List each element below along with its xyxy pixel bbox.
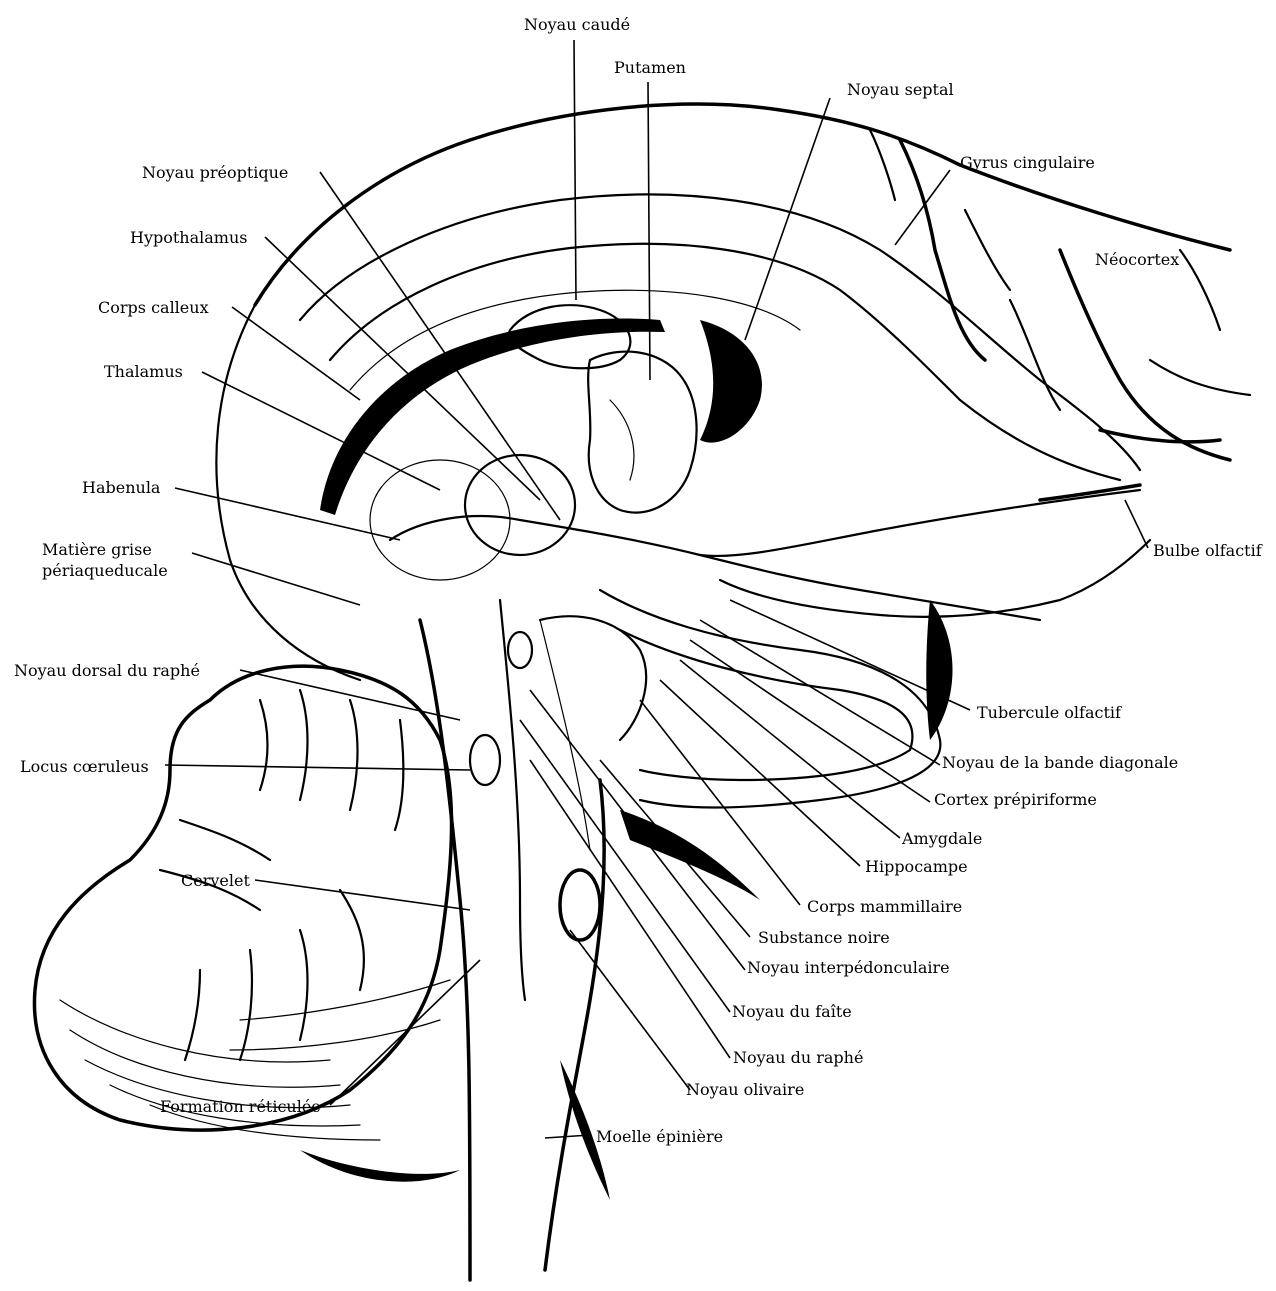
label-amygdale: Amygdale bbox=[901, 829, 982, 848]
label-matiere-grise: Matière grise bbox=[42, 540, 152, 559]
label-cortex-prepiriforme: Cortex prépiriforme bbox=[934, 790, 1097, 809]
label-habenula: Habenula bbox=[82, 478, 161, 497]
label-noyau-du-raphe: Noyau du raphé bbox=[733, 1048, 863, 1067]
thalamus-shape bbox=[465, 455, 575, 555]
leader-lines bbox=[165, 40, 1148, 1138]
label-moelle-epiniere: Moelle épinière bbox=[596, 1127, 723, 1146]
label-noyau-interpedonculaire: Noyau interpédonculaire bbox=[747, 958, 950, 977]
olivary-nucleus bbox=[560, 870, 600, 940]
label-cervelet: Cervelet bbox=[181, 871, 250, 890]
label-formation-reticulee: Formation réticulée bbox=[160, 1097, 321, 1116]
label-bulbe-olfactif: Bulbe olfactif bbox=[1153, 541, 1263, 560]
labels: Noyau caudé Putamen Noyau septal Gyrus c… bbox=[14, 15, 1263, 1146]
label-neocortex: Néocortex bbox=[1095, 250, 1179, 269]
label-putamen: Putamen bbox=[614, 58, 686, 77]
label-hypothalamus: Hypothalamus bbox=[130, 228, 247, 247]
label-locus-coeruleus: Locus cœruleus bbox=[20, 757, 149, 776]
label-noyau-dorsal-raphe: Noyau dorsal du raphé bbox=[14, 661, 200, 680]
corpus-callosum bbox=[320, 319, 665, 515]
label-noyau-du-faite: Noyau du faîte bbox=[732, 1002, 852, 1021]
label-noyau-bande-diagonale: Noyau de la bande diagonale bbox=[942, 753, 1178, 772]
neocortex-sulcus bbox=[900, 140, 985, 360]
label-noyau-olivaire: Noyau olivaire bbox=[686, 1080, 804, 1099]
putamen-shape bbox=[588, 352, 696, 513]
label-noyau-preoptique: Noyau préoptique bbox=[142, 163, 288, 182]
label-corps-mammillaire: Corps mammillaire bbox=[807, 897, 962, 916]
label-noyau-septal: Noyau septal bbox=[847, 80, 954, 99]
label-periaqueducale: périaqueducale bbox=[42, 561, 168, 580]
label-corps-calleux: Corps calleux bbox=[98, 298, 209, 317]
label-noyau-caude: Noyau caudé bbox=[524, 15, 630, 34]
label-gyrus-cingulaire: Gyrus cingulaire bbox=[960, 153, 1095, 172]
label-substance-noire: Substance noire bbox=[758, 928, 890, 947]
label-hippocampe: Hippocampe bbox=[865, 857, 968, 876]
label-tubercule-olfactif: Tubercule olfactif bbox=[977, 703, 1122, 722]
hemisphere-outline bbox=[255, 104, 1230, 305]
label-thalamus: Thalamus bbox=[104, 362, 183, 381]
